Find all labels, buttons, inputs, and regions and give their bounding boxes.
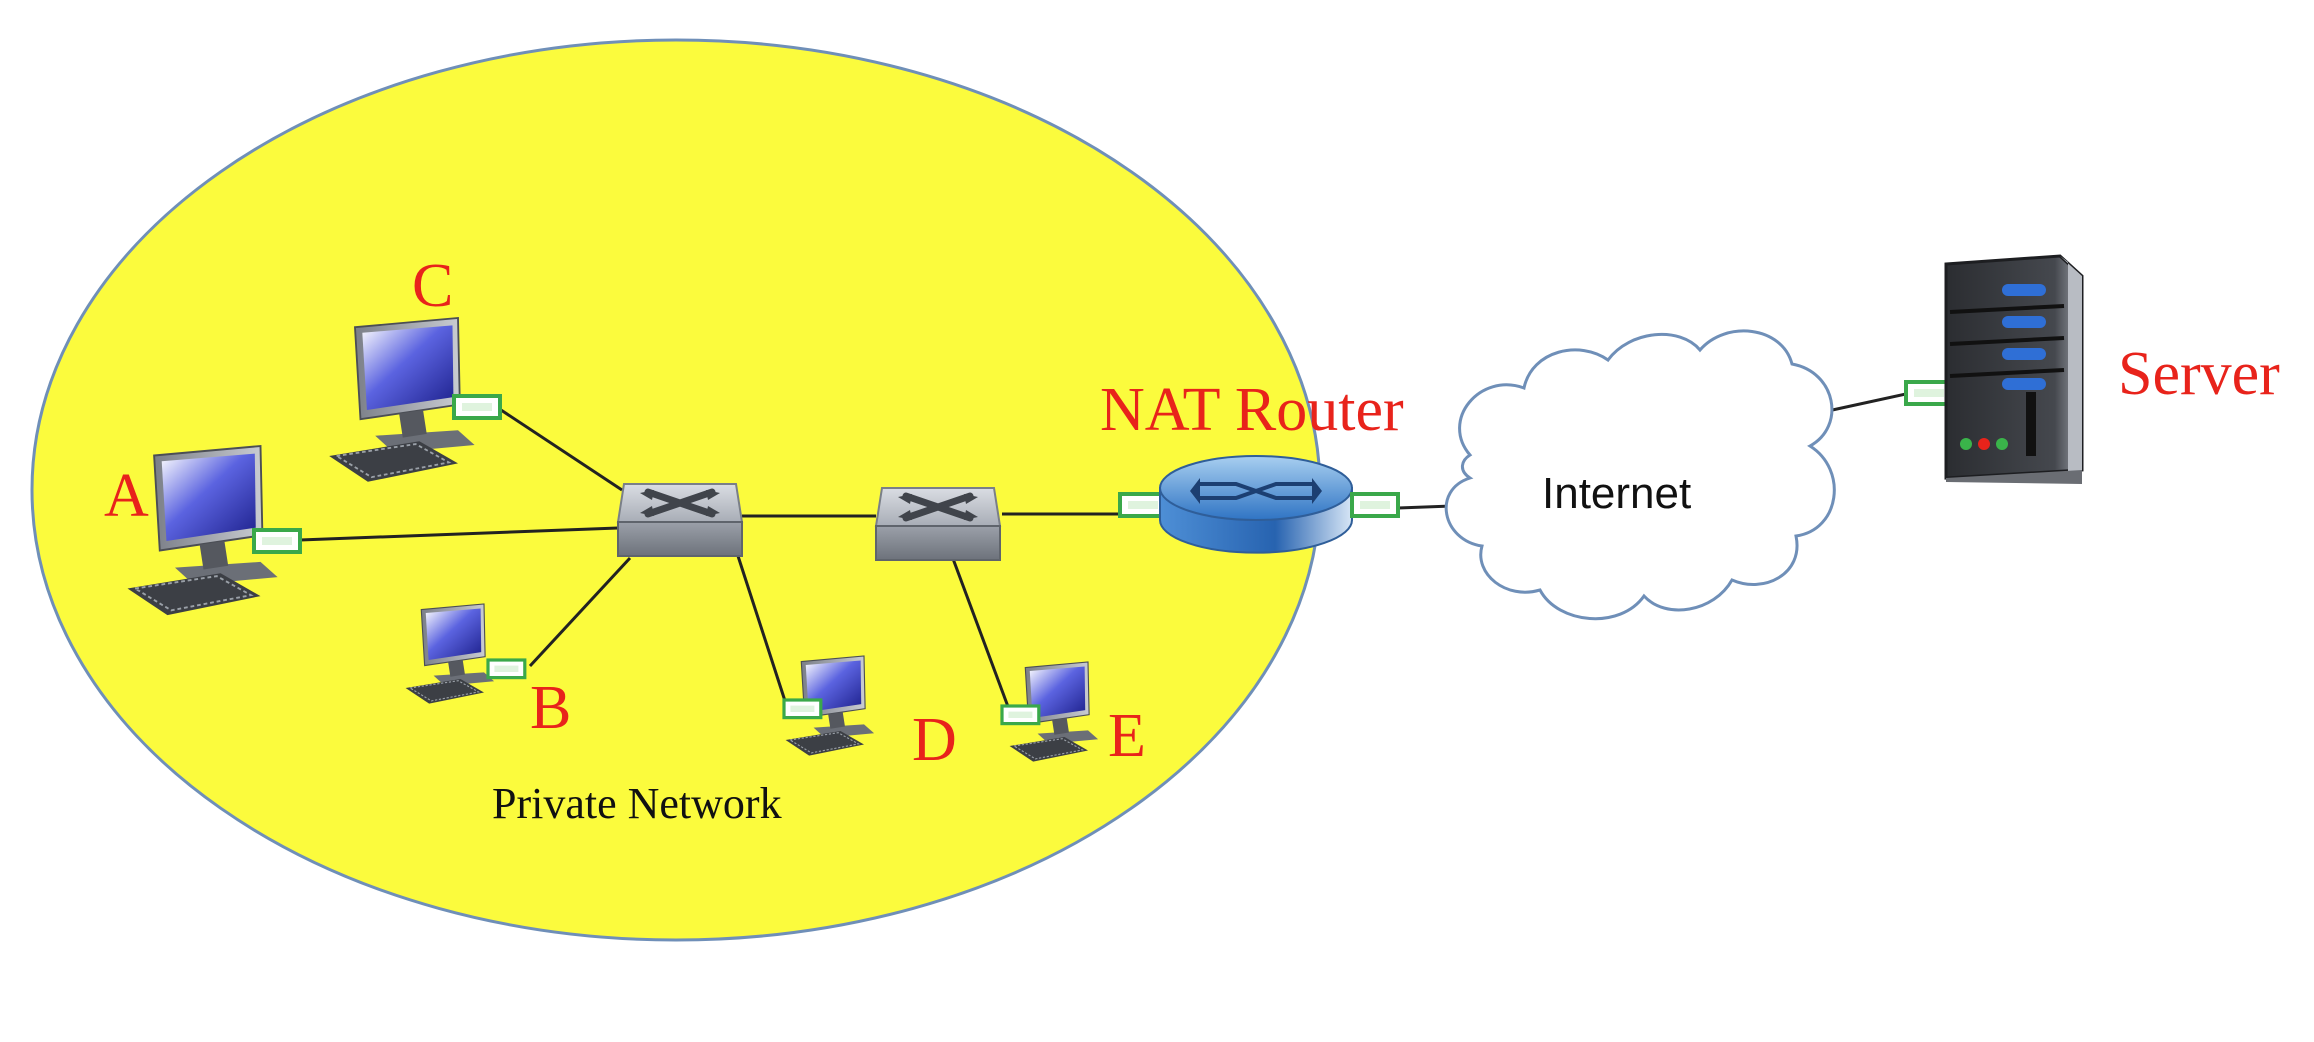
label-d: D xyxy=(912,706,957,774)
nat-router xyxy=(1118,455,1400,554)
link-router-to-internet xyxy=(1397,504,1453,510)
label-private-network: Private Network xyxy=(492,779,782,828)
link-a-to-switch1 xyxy=(299,526,619,542)
label-a: A xyxy=(104,462,149,530)
label-nat-router: NAT Router xyxy=(1100,376,1404,444)
switch-1 xyxy=(618,484,742,556)
internet-cloud xyxy=(1444,329,1836,621)
label-c: C xyxy=(412,252,453,320)
link-c-to-switch1 xyxy=(497,406,623,492)
switch-2 xyxy=(876,488,1000,560)
server xyxy=(1904,254,2084,484)
link-switch1-to-d xyxy=(736,555,788,705)
label-server: Server xyxy=(2118,340,2280,408)
label-internet: Internet xyxy=(1542,469,1691,518)
link-b-to-switch1 xyxy=(528,556,632,668)
label-b: B xyxy=(530,674,571,742)
label-e: E xyxy=(1108,702,1146,770)
link-switch2-to-e xyxy=(950,555,1012,713)
